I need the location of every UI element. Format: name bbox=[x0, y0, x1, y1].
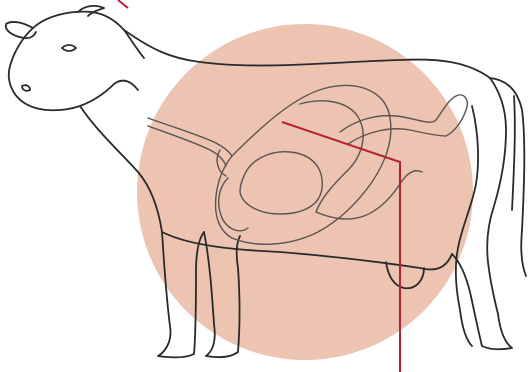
pointer-line-top-corner bbox=[118, 0, 128, 8]
cow-nostril bbox=[22, 85, 30, 91]
highlight-circle bbox=[137, 24, 473, 360]
cow-tail-outline bbox=[490, 78, 526, 276]
cow-eye bbox=[62, 45, 76, 51]
